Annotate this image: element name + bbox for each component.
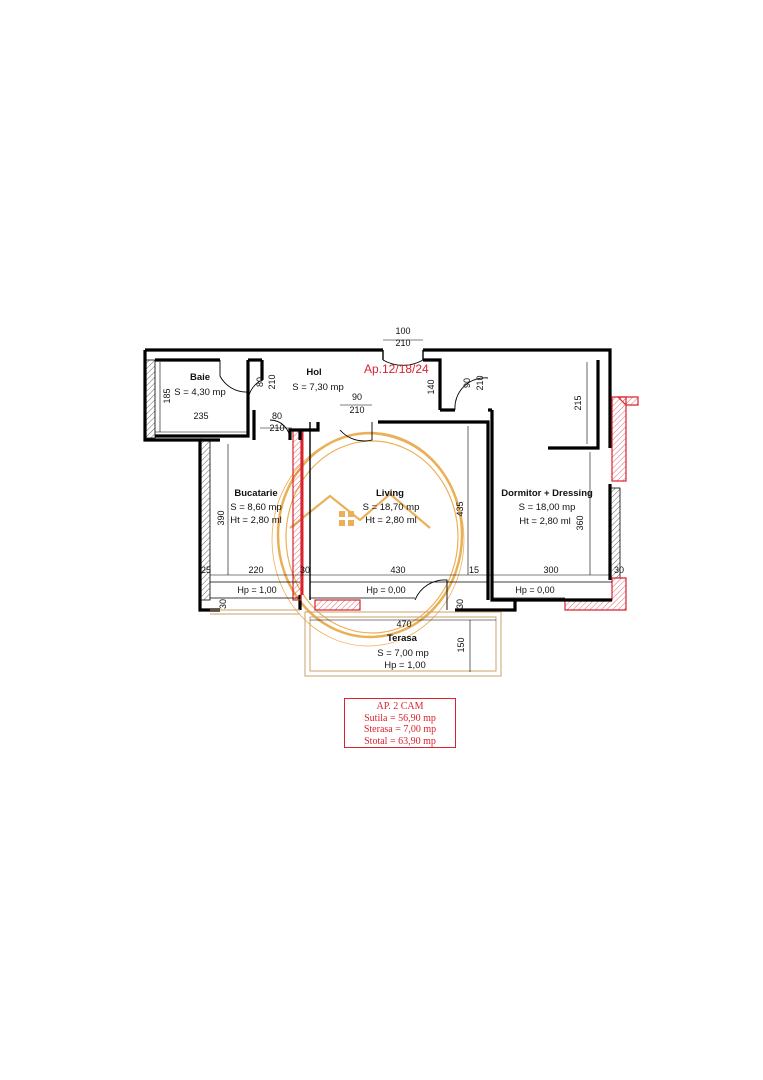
dim-w25: 25 — [201, 565, 211, 575]
dim-wall-140: 140 — [426, 379, 436, 394]
dim-terrace-150: 150 — [456, 637, 466, 652]
dim-kitchen-door-w: 80 — [272, 411, 282, 421]
room-area-living: S = 18,70 mp — [363, 502, 420, 513]
dim-dressing-215: 215 — [573, 395, 583, 410]
dim-entry-door-h: 210 — [395, 338, 410, 348]
room-area-bucatarie: S = 8,60 mp — [230, 502, 282, 513]
room-name-living: Living — [376, 488, 404, 499]
room-height-bucatarie: Ht = 2,80 ml — [230, 515, 281, 526]
dim-w300: 300 — [543, 565, 558, 575]
summary-title: AP. 2 CAM — [376, 701, 424, 712]
dim-w220: 220 — [248, 565, 263, 575]
dim-bed-360: 360 — [575, 515, 585, 530]
room-area-dormitor: S = 18,00 mp — [519, 502, 576, 513]
dim-baie-door-w: 80 — [255, 377, 265, 387]
baie-wall-hatch — [145, 359, 156, 439]
room-area-hol: S = 7,30 mp — [292, 382, 344, 393]
room-labels: Baie S = 4,30 mp Hol S = 7,30 mp Bucatar… — [174, 367, 593, 671]
window-labels: Hp = 1,00 Hp = 0,00 Hp = 0,00 — [237, 585, 554, 595]
dim-kitchen-390: 390 — [216, 510, 226, 525]
dim-baie-door-h: 210 — [267, 374, 277, 389]
kitchen-wall-hatch — [200, 439, 211, 601]
dim-living-door-w: 90 — [352, 392, 362, 402]
summary-stotal: Stotal = 63,90 mp — [364, 735, 436, 747]
room-name-hol: Hol — [306, 367, 321, 378]
window-kitchen-label: Hp = 1,00 — [237, 585, 276, 595]
windows — [210, 581, 612, 599]
dim-kitchen-door-h: 210 — [269, 423, 284, 433]
dim-living-door-h: 210 — [349, 405, 364, 415]
window-bedroom-label: Hp = 0,00 — [515, 585, 554, 595]
dim-entry-door-w: 100 — [395, 326, 410, 336]
summary-sterasa: Sterasa = 7,00 mp — [363, 724, 437, 735]
room-name-bucatarie: Bucatarie — [234, 488, 277, 499]
dim-terrace-470: 470 — [396, 619, 411, 629]
dim-bed-door-w: 90 — [462, 378, 472, 388]
apartment-code: Ap.12/18/24 — [364, 362, 429, 376]
dimension-lines — [155, 339, 610, 672]
watermark-logo — [271, 431, 465, 647]
interior-walls — [155, 350, 612, 602]
room-height-terasa: Hp = 1,00 — [384, 660, 425, 671]
window-living-label: Hp = 0,00 — [366, 585, 405, 595]
new-walls — [292, 396, 639, 611]
dim-living-435: 435 — [455, 501, 465, 516]
dim-w430: 430 — [390, 565, 405, 575]
dim-w15: 15 — [469, 565, 479, 575]
room-height-living: Ht = 2,80 ml — [365, 515, 416, 526]
room-area-baie: S = 4,30 mp — [174, 387, 226, 398]
dim-bed-door-h: 210 — [475, 375, 485, 390]
room-name-terasa: Terasa — [387, 633, 418, 644]
room-name-baie: Baie — [190, 372, 210, 383]
dim-baie-width: 235 — [193, 411, 208, 421]
area-summary-box: AP. 2 CAM Sutila = 56,90 mp Sterasa = 7,… — [344, 698, 456, 748]
doors — [219, 359, 489, 610]
dim-w30a: 30 — [300, 565, 310, 575]
dimension-labels: 100 210 185 235 80 210 80 210 90 210 140… — [162, 326, 624, 653]
dim-baie-height: 185 — [162, 388, 172, 403]
summary-sutila: Sutila = 56,90 mp — [364, 712, 436, 724]
room-area-terasa: S = 7,00 mp — [377, 648, 429, 659]
dim-w30d: 30 — [455, 599, 465, 609]
dim-w30b: 30 — [614, 565, 624, 575]
terrace — [210, 609, 502, 677]
room-name-dormitor: Dormitor + Dressing — [501, 488, 593, 499]
room-height-dormitor: Ht = 2,80 ml — [519, 516, 570, 527]
dim-w30c: 30 — [218, 599, 228, 609]
